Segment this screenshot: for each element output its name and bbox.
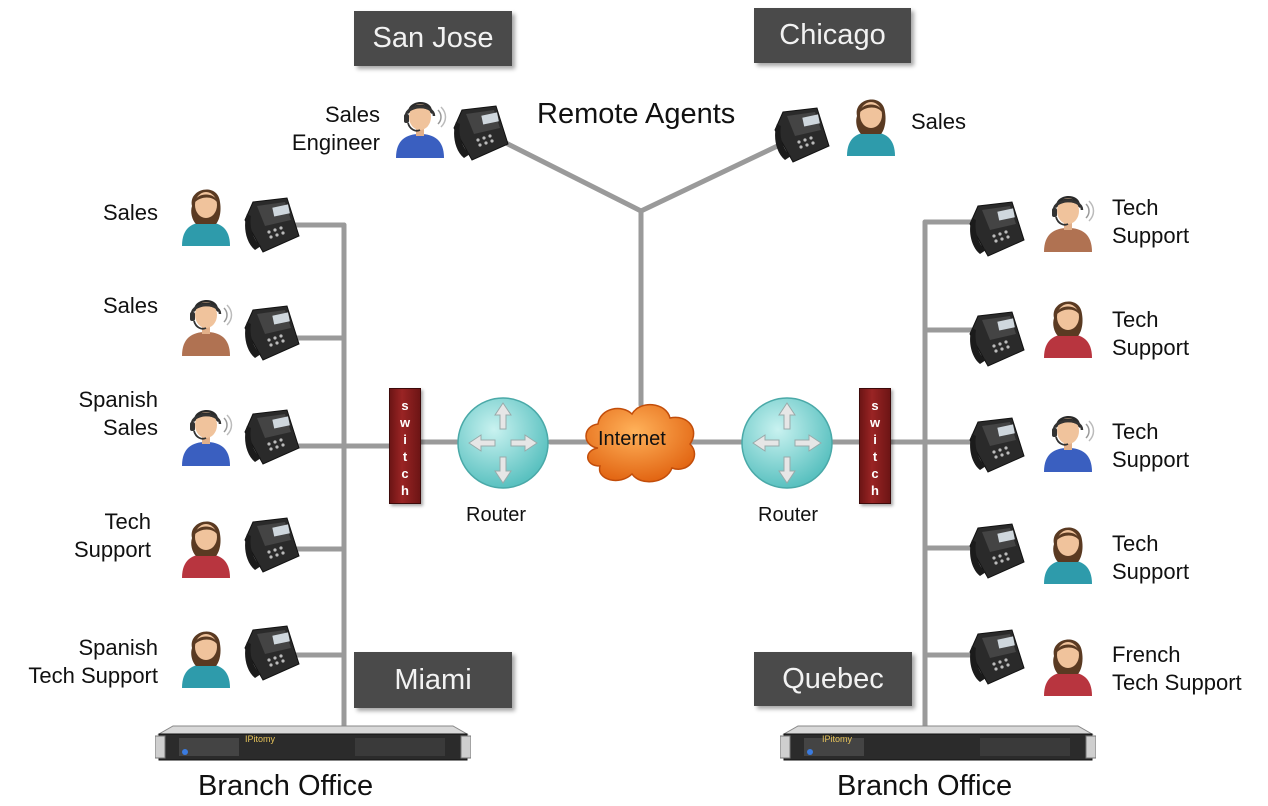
right-agent-label-5: French Tech Support [1112, 642, 1242, 695]
router-icon-right [741, 397, 833, 489]
left-agent-label-4: Tech Support [73, 509, 151, 562]
right-agent-icon-1 [1044, 195, 1095, 252]
internet-cloud-icon [585, 404, 696, 483]
right-agent-icon-2 [1044, 301, 1092, 358]
router-icon-left [457, 397, 549, 489]
right-agent-icon-3 [1044, 415, 1095, 472]
left-phone-icon-5 [244, 625, 300, 681]
agent-headset-icon-san-jose [396, 101, 447, 158]
left-agent-icon-2 [182, 299, 233, 356]
router-label-right: Router [758, 504, 819, 526]
left-phone-icon-2 [244, 305, 300, 361]
city-label-miami: Miami [354, 652, 512, 708]
phone-icon-chicago [774, 107, 830, 163]
left-phone-icon-4 [244, 517, 300, 573]
right-phone-icon-2 [969, 311, 1025, 367]
right-agent-icon-4 [1044, 527, 1092, 584]
server-brand-right: IPitomy [822, 734, 853, 744]
left-agent-icon-3 [182, 409, 233, 466]
remote-agent-label-san-jose: Sales Engineer [291, 102, 380, 155]
city-label-quebec: Quebec [754, 652, 912, 706]
left-agent-label-3: Spanish Sales [78, 387, 158, 440]
agent-icon-chicago [847, 99, 895, 156]
right-agent-label-3: Tech Support [1112, 419, 1190, 472]
left-phone-icon-3 [244, 409, 300, 465]
server-icon-right [780, 725, 1096, 761]
branch-office-label-right: Branch Office [837, 770, 1013, 802]
router-label-left: Router [466, 504, 527, 526]
left-agent-label-1: Sales [102, 200, 158, 225]
left-agent-icon-1 [182, 189, 230, 246]
left-agent-icon-4 [182, 521, 230, 578]
remote-agent-label-chicago: Sales [911, 109, 967, 134]
city-label-chicago: Chicago [754, 8, 911, 63]
right-phone-icon-4 [969, 523, 1025, 579]
right-agent-label-1: Tech Support [1112, 195, 1190, 248]
right-phone-icon-3 [969, 417, 1025, 473]
right-phone-icon-5 [969, 629, 1025, 685]
internet-label: Internet [598, 428, 666, 450]
server-brand-left: IPitomy [245, 734, 276, 744]
city-label-san-jose: San Jose [354, 11, 512, 66]
phone-icon-san-jose [453, 105, 509, 161]
left-agent-label-5: Spanish Tech Support [28, 635, 158, 688]
remote-agents-title: Remote Agents [537, 98, 736, 130]
left-phone-icon-1 [244, 197, 300, 253]
right-phone-icon-1 [969, 201, 1025, 257]
right-agent-icon-5 [1044, 639, 1092, 696]
branch-office-label-left: Branch Office [198, 770, 374, 802]
right-agent-label-4: Tech Support [1112, 531, 1190, 584]
server-icon-left [155, 725, 471, 761]
left-agent-icon-5 [182, 631, 230, 688]
right-agent-label-2: Tech Support [1112, 307, 1190, 360]
left-agent-label-2: Sales [102, 293, 158, 318]
